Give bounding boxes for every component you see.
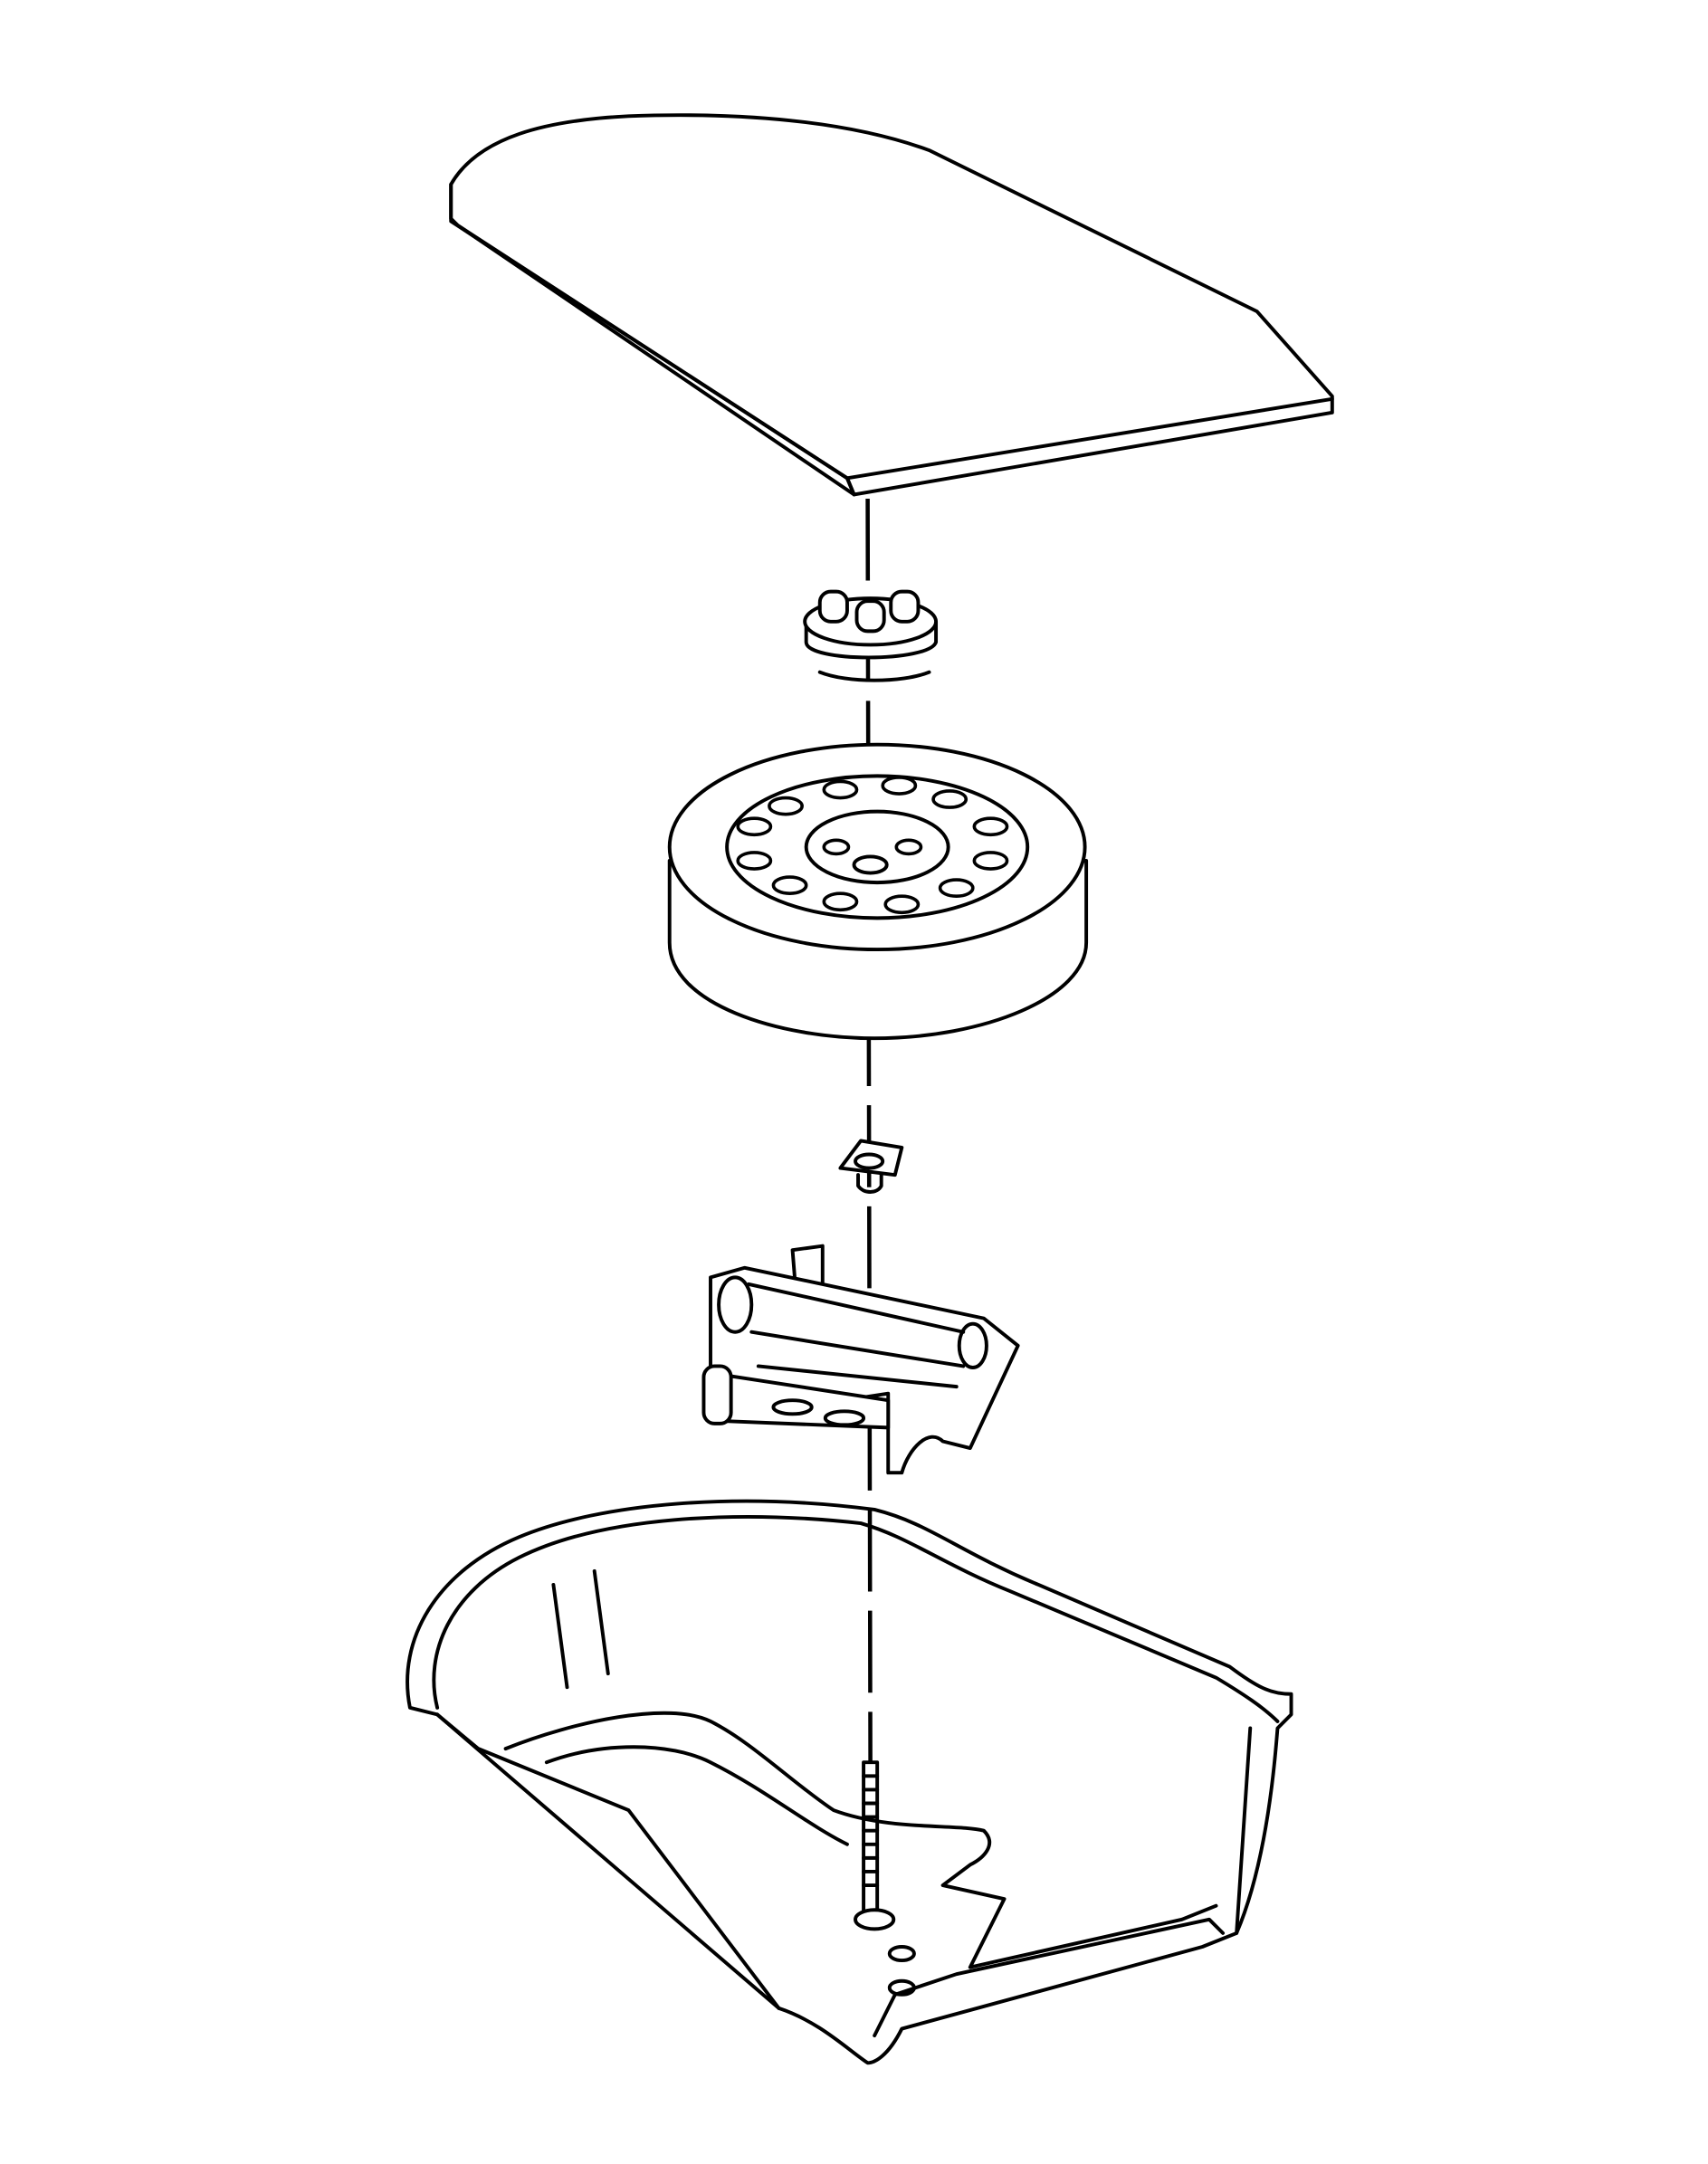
spacer-nut [838, 1139, 904, 1194]
retention-bolt [854, 1760, 896, 1931]
spare-tire-well [406, 1499, 1293, 2065]
jack [701, 1244, 1020, 1475]
assembly-center-line [865, 498, 873, 1763]
spare-tire [667, 742, 1089, 1041]
cover-panel [449, 113, 1334, 497]
retainer-nut [803, 589, 939, 682]
